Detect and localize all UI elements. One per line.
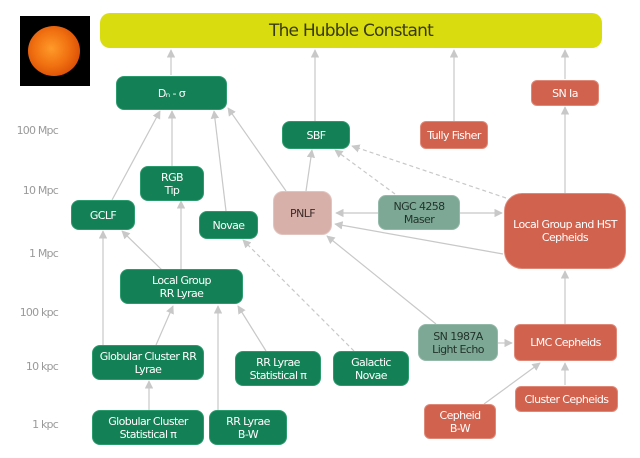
node-cepheid-b-w[interactable]: Cepheid B-W: [424, 404, 496, 439]
sun-image: [20, 16, 90, 86]
node-rr-lyrae-statistical-pi[interactable]: RR Lyrae Statistical π: [235, 351, 321, 386]
edge-gclf-dnsigma: [111, 110, 161, 201]
node-sn-ia[interactable]: SN Ia: [531, 80, 599, 106]
edge-novae-dnsigma: [210, 110, 227, 212]
edge-lgrr-gclf: [121, 230, 163, 271]
scale-label-100mpc: 100 Mpc: [16, 124, 59, 137]
hubble-constant-title: The Hubble Constant: [100, 13, 602, 48]
node-dn-sigma[interactable]: Dₙ - σ: [116, 76, 227, 110]
node-local-group-hst-cepheids[interactable]: Local Group and HST Cepheids: [504, 193, 626, 269]
node-novae[interactable]: Novae: [199, 211, 258, 239]
edge-cepbw-lmc: [483, 362, 541, 405]
edge-galnovae-novae: [242, 239, 355, 352]
node-globular-cluster-rr-lyrae[interactable]: Globular Cluster RR Lyrae: [92, 345, 204, 380]
node-lmc-cepheids[interactable]: LMC Cepheids: [514, 324, 617, 361]
node-tully-fisher[interactable]: Tully Fisher: [420, 121, 488, 149]
node-gclf[interactable]: GCLF: [71, 200, 135, 230]
node-rr-lyrae-b-w[interactable]: RR Lyrae B-W: [209, 410, 287, 445]
scale-label-10kpc: 10 kpc: [25, 360, 59, 373]
node-galactic-novae[interactable]: Galactic Novae: [333, 351, 409, 386]
edge-ngc-sbf: [334, 149, 396, 195]
node-pnlf[interactable]: PNLF: [273, 191, 332, 235]
edge-sn1987a-pnlf: [326, 235, 437, 325]
scale-label-1mpc: 1 Mpc: [28, 247, 59, 260]
scale-label-1kpc: 1 kpc: [32, 418, 59, 431]
node-sbf[interactable]: SBF: [282, 121, 350, 149]
edge-hst-sbf: [351, 144, 507, 199]
node-cluster-cepheids[interactable]: Cluster Cepheids: [515, 386, 618, 412]
node-ngc-4258-maser[interactable]: NGC 4258 Maser: [378, 195, 460, 230]
edge-rrstat-lgrr: [237, 305, 267, 352]
node-globular-cluster-statistical-pi[interactable]: Globular Cluster Statistical π: [92, 410, 204, 445]
node-rgb-tip[interactable]: RGB Tip: [140, 166, 204, 201]
edge-gcrr-lgrr: [155, 305, 174, 346]
edge-pnlf-sbf: [305, 149, 316, 192]
edge-pnlf-dnsigma: [227, 107, 287, 192]
node-local-group-rr-lyrae[interactable]: Local Group RR Lyrae: [120, 269, 243, 304]
scale-label-100kpc: 100 kpc: [19, 306, 59, 319]
node-sn-1987a-light-echo[interactable]: SN 1987A Light Echo: [418, 324, 498, 361]
scale-label-10mpc: 10 Mpc: [22, 184, 59, 197]
edge-hst-pnlf: [334, 221, 504, 255]
sun-disc: [28, 26, 80, 76]
